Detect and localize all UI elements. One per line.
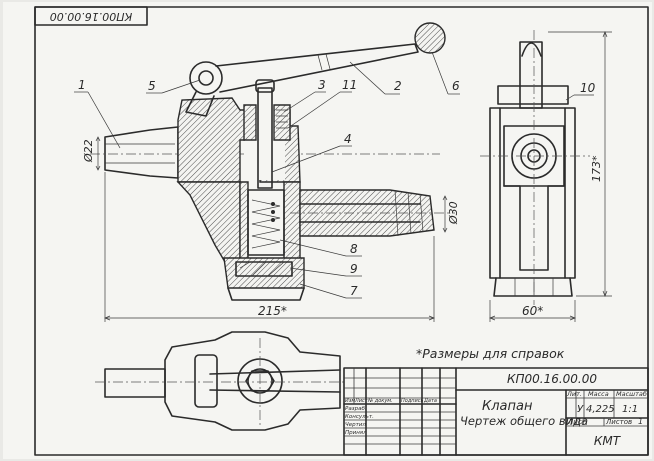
drawing-frame — [34, 6, 649, 456]
dim-173: 173* — [590, 155, 603, 182]
label-part-3: 3 — [318, 78, 326, 92]
tb-hdr-izm: Изм — [345, 398, 355, 404]
tb-subtitle: Чертеж общего вида — [460, 414, 588, 428]
tb-hdr-date: Дата — [423, 398, 437, 404]
label-part-6: 6 — [452, 79, 460, 93]
tb-col-scale: Масштаб — [616, 390, 647, 398]
label-part-5: 5 — [148, 79, 156, 93]
dim-215: 215* — [258, 304, 287, 318]
tb-sheet-label: Лист — [567, 418, 587, 426]
tb-role-2: Консульт. — [345, 414, 374, 420]
dimension-lines-front — [95, 136, 448, 322]
label-part-10: 10 — [580, 81, 596, 95]
rotated-stamp: КП00.16.00.00 — [34, 6, 148, 26]
tb-role-4: Принял — [345, 430, 367, 436]
part-leaders — [74, 51, 460, 299]
label-part-2: 2 — [394, 79, 402, 93]
label-part-9: 9 — [350, 262, 358, 276]
tb-hdr-sign: Подпись — [401, 398, 424, 404]
tb-mass-value: 4,225 — [586, 404, 615, 415]
label-part-8: 8 — [350, 242, 358, 256]
tb-lit-value: У — [577, 404, 584, 415]
tb-code: КП00.16.00.00 — [507, 372, 597, 386]
tb-hdr-doc: № докум. — [367, 398, 393, 404]
side-view — [480, 30, 612, 322]
tb-role-3: Чертил — [345, 422, 366, 428]
tb-sheets-value: 1 — [638, 417, 643, 426]
label-part-4: 4 — [344, 132, 352, 146]
tb-name: Клапан — [482, 399, 533, 414]
label-part-1: 1 — [78, 78, 86, 92]
reference-note: *Размеры для справок — [416, 346, 565, 361]
tb-hdr-list: Лист — [354, 398, 369, 404]
tb-role-1: Разраб. — [345, 406, 367, 412]
dim-d22: Ø22 — [82, 139, 95, 163]
tb-col-lit: Лит. — [566, 390, 582, 398]
label-part-7: 7 — [350, 284, 358, 298]
dim-60: 60* — [522, 304, 543, 318]
tb-org: КМТ — [594, 434, 622, 448]
dim-d30: Ø30 — [447, 201, 460, 225]
tb-sheets-label: Листов — [605, 418, 632, 426]
tb-scale-value: 1:1 — [622, 404, 638, 415]
label-part-11: 11 — [342, 78, 357, 92]
tb-col-mass: Масса — [588, 390, 609, 398]
front-view — [90, 22, 455, 301]
top-view — [95, 331, 345, 431]
rotated-stamp-code: КП00.16.00.00 — [50, 10, 133, 23]
title-block — [343, 367, 649, 456]
